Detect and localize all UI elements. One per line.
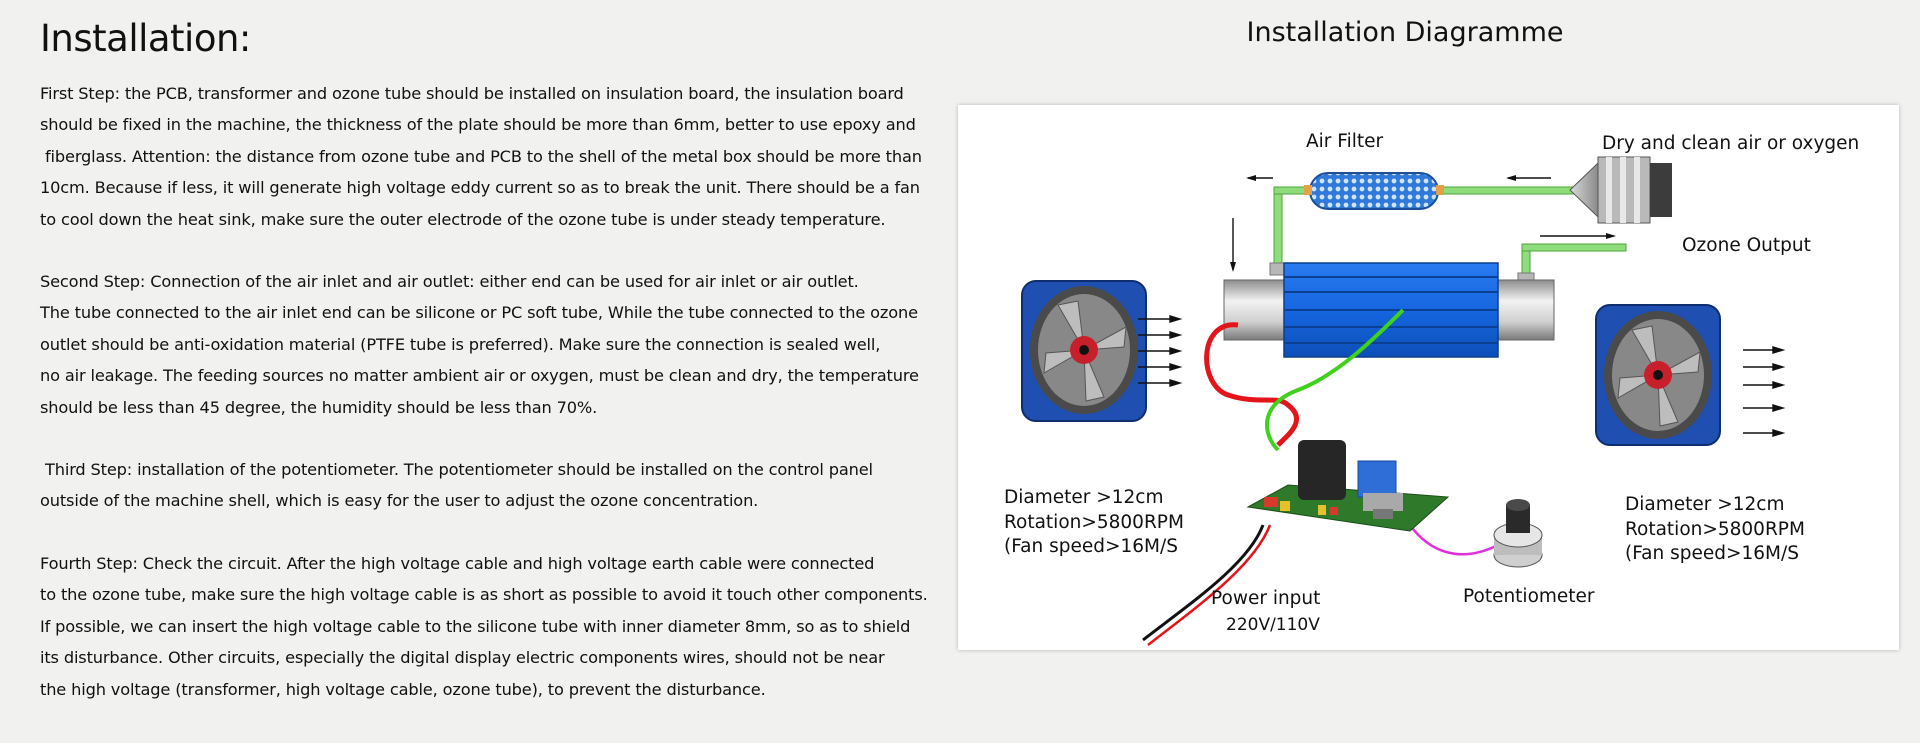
step-text-line: its disturbance. Other circuits, especia… bbox=[40, 648, 885, 668]
power-wire-red bbox=[1147, 524, 1272, 646]
potentiometer-wire bbox=[1408, 524, 1499, 556]
instruction-step-1: First Step: the PCB, transformer and ozo… bbox=[40, 78, 940, 235]
instruction-step-3: Third Step: installation of the potentio… bbox=[40, 454, 940, 517]
page-title: Installation: bbox=[40, 17, 251, 60]
hv-wire bbox=[1204, 322, 1300, 447]
potentiometer bbox=[1493, 499, 1543, 568]
step-text-line: Second Step: Connection of the air inlet… bbox=[40, 272, 859, 292]
right-fan bbox=[1595, 304, 1786, 446]
step-text-line: fiberglass. Attention: the distance from… bbox=[40, 146, 922, 166]
steps-list: First Step: the PCB, transformer and ozo… bbox=[40, 78, 940, 705]
power-wire bbox=[1142, 524, 1265, 642]
right-fan-diameter: Diameter >12cm bbox=[1625, 494, 1785, 515]
step-text-line: Third Step: installation of the potentio… bbox=[40, 460, 873, 480]
instruction-step-4: Fourth Step: Check the circuit. After th… bbox=[40, 548, 940, 705]
instructions-column: Installation: First Step: the PCB, trans… bbox=[40, 14, 940, 736]
left-fan-rotation: Rotation>5800RPM bbox=[1004, 511, 1184, 533]
step-text-line: If possible, we can insert the high volt… bbox=[40, 616, 911, 636]
instruction-step-2: Second Step: Connection of the air inlet… bbox=[40, 266, 940, 423]
installation-diagram: Air Filter Dry and clean air or oxygen O… bbox=[958, 105, 1899, 650]
air-filter bbox=[1304, 172, 1444, 210]
air-source-label: Dry and clean air or oxygen bbox=[1602, 133, 1860, 154]
left-fan bbox=[1021, 280, 1183, 422]
flow-arrows bbox=[1230, 175, 1616, 272]
power-input-label: Power input bbox=[1211, 588, 1321, 609]
diagram-drawing bbox=[1021, 156, 1786, 646]
diagram-title: Installation Diagramme bbox=[1246, 17, 1564, 48]
right-fan-specs: Diameter >12cm Rotation>5800RPM (Fan spe… bbox=[1625, 493, 1805, 567]
step-text-line: Fourth Step: Check the circuit. After th… bbox=[40, 553, 875, 573]
step-text-line: First Step: the PCB, transformer and ozo… bbox=[40, 84, 904, 103]
power-voltage-label: 220V/110V bbox=[1226, 615, 1320, 635]
potentiometer-label: Potentiometer bbox=[1463, 586, 1595, 607]
step-text-line: should be fixed in the machine, the thic… bbox=[40, 115, 916, 135]
left-fan-diameter: Diameter >12cm bbox=[1004, 487, 1164, 508]
right-fan-speed: (Fan speed>16M/S bbox=[1625, 543, 1799, 564]
ozone-output-pipe bbox=[1517, 243, 1627, 286]
air-source-nozzle bbox=[1569, 156, 1672, 224]
step-text-line: the high voltage (transformer, high volt… bbox=[40, 679, 766, 699]
step-text-line: should be less than 45 degree, the humid… bbox=[40, 397, 598, 417]
step-text-line: outlet should be anti-oxidation material… bbox=[40, 334, 881, 354]
ozone-tube bbox=[1223, 262, 1555, 358]
step-text-line: outside of the machine shell, which is e… bbox=[40, 491, 759, 511]
air-filter-label: Air Filter bbox=[1306, 131, 1384, 152]
right-fan-rotation: Rotation>5800RPM bbox=[1625, 518, 1805, 540]
pcb-board bbox=[1246, 440, 1450, 532]
left-fan-speed: (Fan speed>16M/S bbox=[1004, 536, 1178, 557]
step-text-line: The tube connected to the air inlet end … bbox=[40, 303, 918, 323]
ground-wire bbox=[1265, 308, 1405, 452]
ozone-output-label: Ozone Output bbox=[1682, 235, 1811, 256]
step-text-line: no air leakage. The feeding sources no m… bbox=[40, 366, 919, 386]
step-text-line: to cool down the heat sink, make sure th… bbox=[40, 209, 886, 229]
left-fan-specs: Diameter >12cm Rotation>5800RPM (Fan spe… bbox=[1004, 486, 1184, 560]
step-text-line: 10cm. Because if less, it will generate … bbox=[40, 178, 920, 198]
step-text-line: to the ozone tube, make sure the high vo… bbox=[40, 585, 928, 605]
